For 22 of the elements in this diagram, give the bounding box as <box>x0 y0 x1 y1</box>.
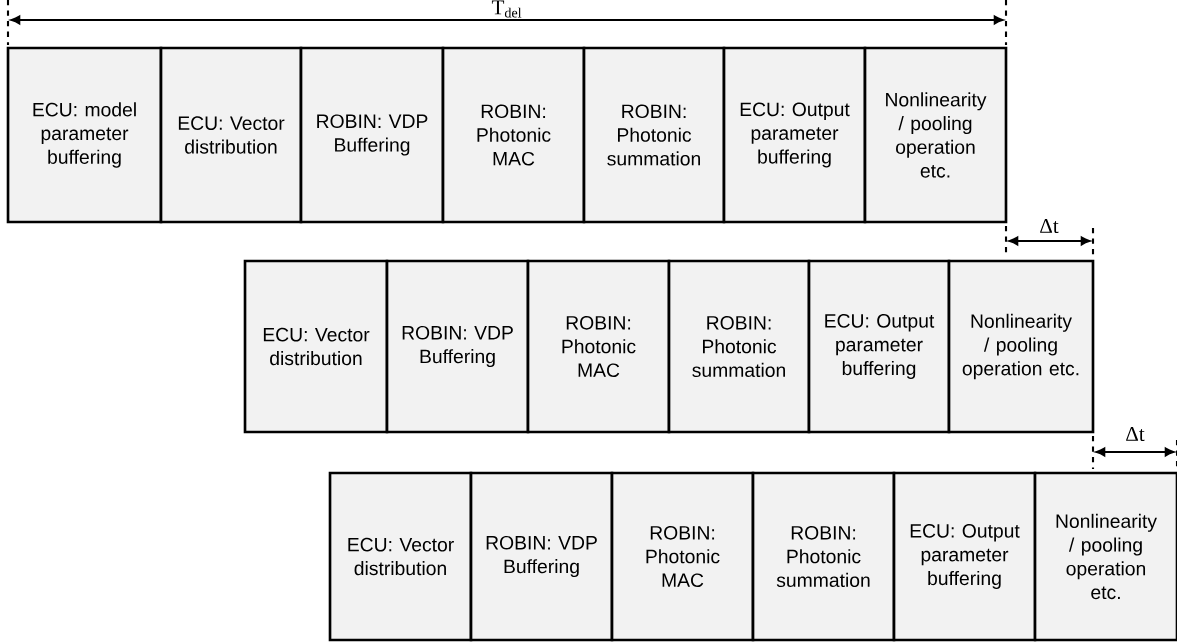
process-box: ECU: Output parameter buffering <box>807 259 951 434</box>
process-box: ECU: Output parameter buffering <box>722 46 867 224</box>
process-box: ROBIN: Photonic MAC <box>610 471 755 642</box>
process-box: Nonlinearity / pooling operation etc. <box>1033 471 1177 642</box>
process-box: ECU: model parameter buffering <box>6 46 163 224</box>
dimension-label: T$_{del}$ <box>491 0 522 18</box>
process-box: Nonlinearity / pooling operation etc. <box>863 46 1008 224</box>
process-box: ECU: Output parameter buffering <box>892 471 1037 642</box>
dimension-label: Δt <box>1040 218 1059 234</box>
process-box: ROBIN: Photonic MAC <box>526 259 671 434</box>
process-box: ECU: Vector distribution <box>328 471 473 642</box>
process-box: ROBIN: Photonic summation <box>667 259 811 434</box>
process-box: ECU: Vector distribution <box>243 259 389 434</box>
process-box: ROBIN: Photonic summation <box>751 471 896 642</box>
process-box: ROBIN: VDP Buffering <box>385 259 530 434</box>
process-box: ROBIN: VDP Buffering <box>299 46 445 224</box>
process-box: ROBIN: VDP Buffering <box>469 471 614 642</box>
process-box: ROBIN: Photonic MAC <box>441 46 586 224</box>
process-box: ROBIN: Photonic summation <box>582 46 726 224</box>
process-box: Nonlinearity / pooling operation etc. <box>947 259 1095 434</box>
process-box: ECU: Vector distribution <box>159 46 303 224</box>
dimension-label: Δt <box>1126 426 1145 442</box>
